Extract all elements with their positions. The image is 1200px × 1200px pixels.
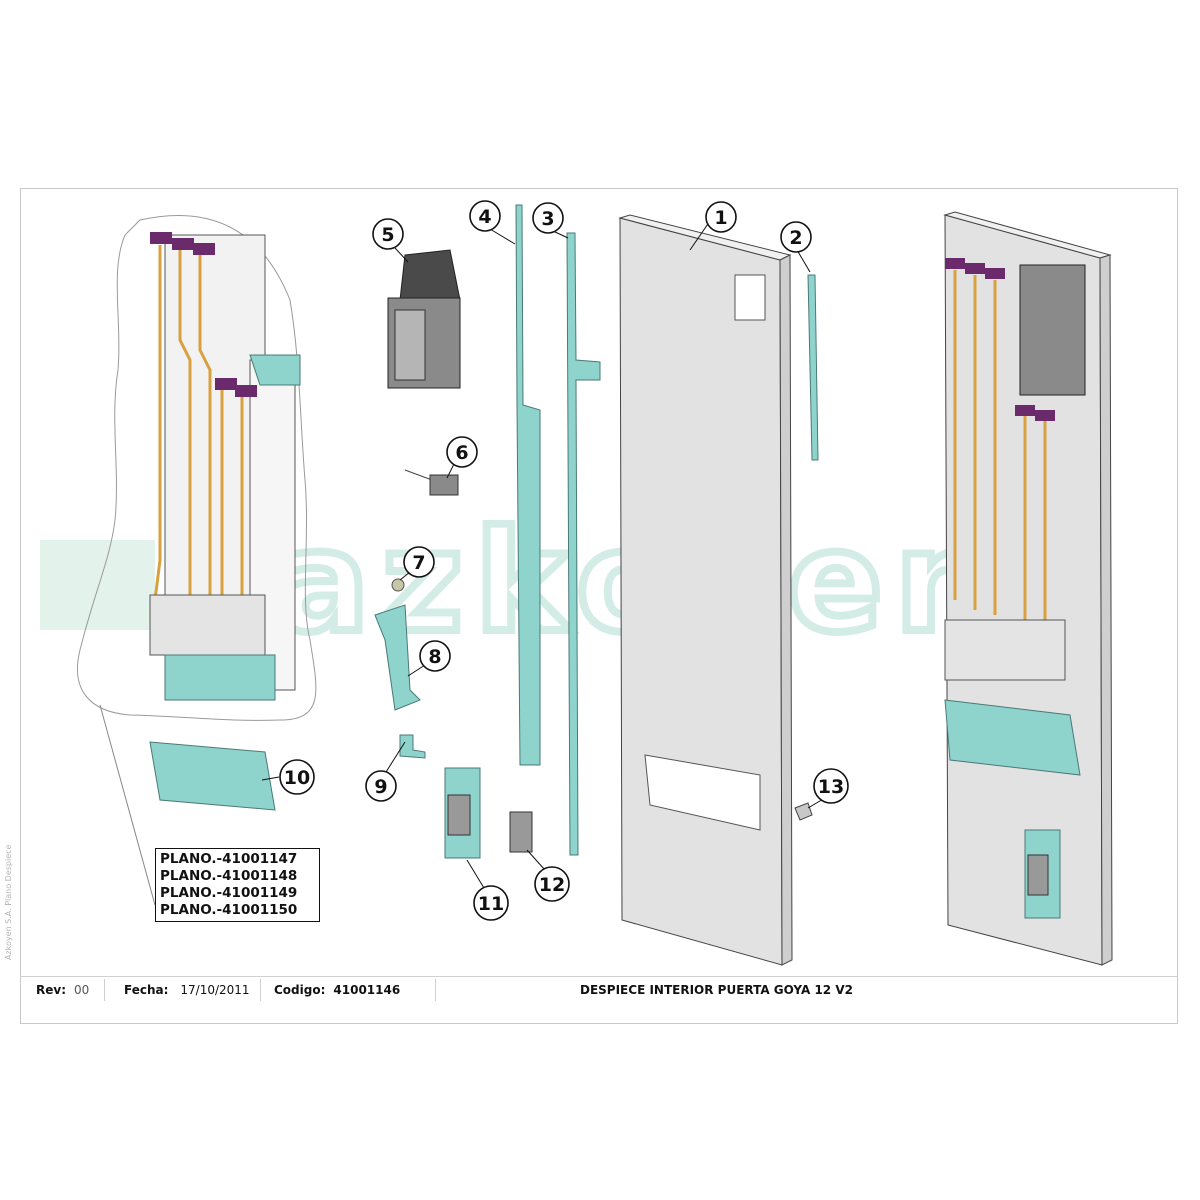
callout-13: 13 (813, 768, 849, 804)
leader-9 (385, 741, 406, 773)
callout-4: 4 (469, 200, 501, 232)
part-7-nut (391, 578, 405, 592)
leader-12 (526, 849, 546, 871)
callout-11: 11 (473, 885, 509, 921)
part-4-bar (515, 204, 541, 766)
callout-5-label: 5 (381, 224, 394, 246)
callout-6-label: 6 (455, 442, 468, 464)
callout-10: 10 (279, 759, 315, 795)
drawing-title: DESPIECE INTERIOR PUERTA GOYA 12 V2 (580, 983, 853, 997)
callout-3-label: 3 (541, 208, 554, 230)
callout-8: 8 (419, 640, 451, 672)
callout-12: 12 (534, 866, 570, 902)
part-5-validator (387, 249, 461, 389)
callout-7: 7 (403, 546, 435, 578)
rev-label: Rev: (36, 983, 66, 997)
tb-divider (435, 979, 436, 1001)
part-10-chute (149, 741, 276, 811)
part-3-rail (566, 232, 601, 856)
leader-10 (261, 776, 280, 781)
callout-1-label: 1 (714, 207, 727, 229)
plano-ref-3: PLANO.-41001149 (160, 885, 298, 901)
codigo-value: 41001146 (333, 983, 401, 997)
codigo-label: Codigo: (274, 983, 326, 997)
callout-13-label: 13 (818, 776, 844, 798)
callout-3: 3 (532, 202, 564, 234)
callout-4-label: 4 (478, 206, 491, 228)
callout-8-label: 8 (428, 646, 441, 668)
tb-divider (260, 979, 261, 1001)
callout-5: 5 (372, 218, 404, 250)
part-13-clip (794, 802, 813, 821)
part-8-deflector (374, 604, 421, 711)
leader-5 (394, 247, 409, 263)
part-12-solenoid (509, 811, 533, 853)
leader-8 (407, 664, 426, 677)
fecha-label: Fecha: (124, 983, 169, 997)
plano-ref-1: PLANO.-41001147 (160, 851, 298, 867)
part-9-bracket (399, 734, 426, 759)
callout-7-label: 7 (412, 552, 425, 574)
title-block: Rev:00 Fecha:17/10/2011 Codigo:41001146 … (20, 976, 1178, 1005)
leader-2 (796, 249, 811, 273)
part-2-strip (807, 274, 819, 461)
callout-9-label: 9 (374, 776, 387, 798)
part-11-lock (444, 767, 481, 859)
callout-2: 2 (780, 221, 812, 253)
callout-10-label: 10 (284, 767, 310, 789)
plano-reference-box: PLANO.-41001147 PLANO.-41001148 PLANO.-4… (155, 848, 320, 922)
fecha-value: 17/10/2011 (180, 983, 250, 997)
watermark-block (40, 540, 155, 630)
leader-4 (489, 228, 516, 245)
rev-value: 00 (74, 983, 90, 997)
fecha-field: Fecha: 17/10/2011 (124, 977, 250, 1003)
part-6-sensor (404, 469, 459, 496)
assembled-door-right (943, 211, 1113, 966)
plano-ref-4: PLANO.-41001150 (160, 902, 298, 918)
dispenser-assembly-left (149, 232, 301, 701)
tb-divider (104, 979, 105, 1001)
callout-11-label: 11 (478, 893, 504, 915)
callout-6: 6 (446, 436, 478, 468)
codigo-field: Codigo: 41001146 (274, 977, 400, 1003)
leader-11 (466, 859, 485, 889)
plano-ref-2: PLANO.-41001148 (160, 868, 298, 884)
leader-3 (552, 230, 569, 239)
callout-12-label: 12 (539, 874, 565, 896)
plano-leader (99, 704, 156, 906)
callout-9: 9 (365, 770, 397, 802)
callout-2-label: 2 (789, 227, 802, 249)
rev-field: Rev: 00 (36, 977, 89, 1003)
side-text: Azkoyen S.A. Plano Despiece (4, 844, 13, 960)
callout-1: 1 (705, 201, 737, 233)
part-1-door-panel (618, 214, 793, 966)
